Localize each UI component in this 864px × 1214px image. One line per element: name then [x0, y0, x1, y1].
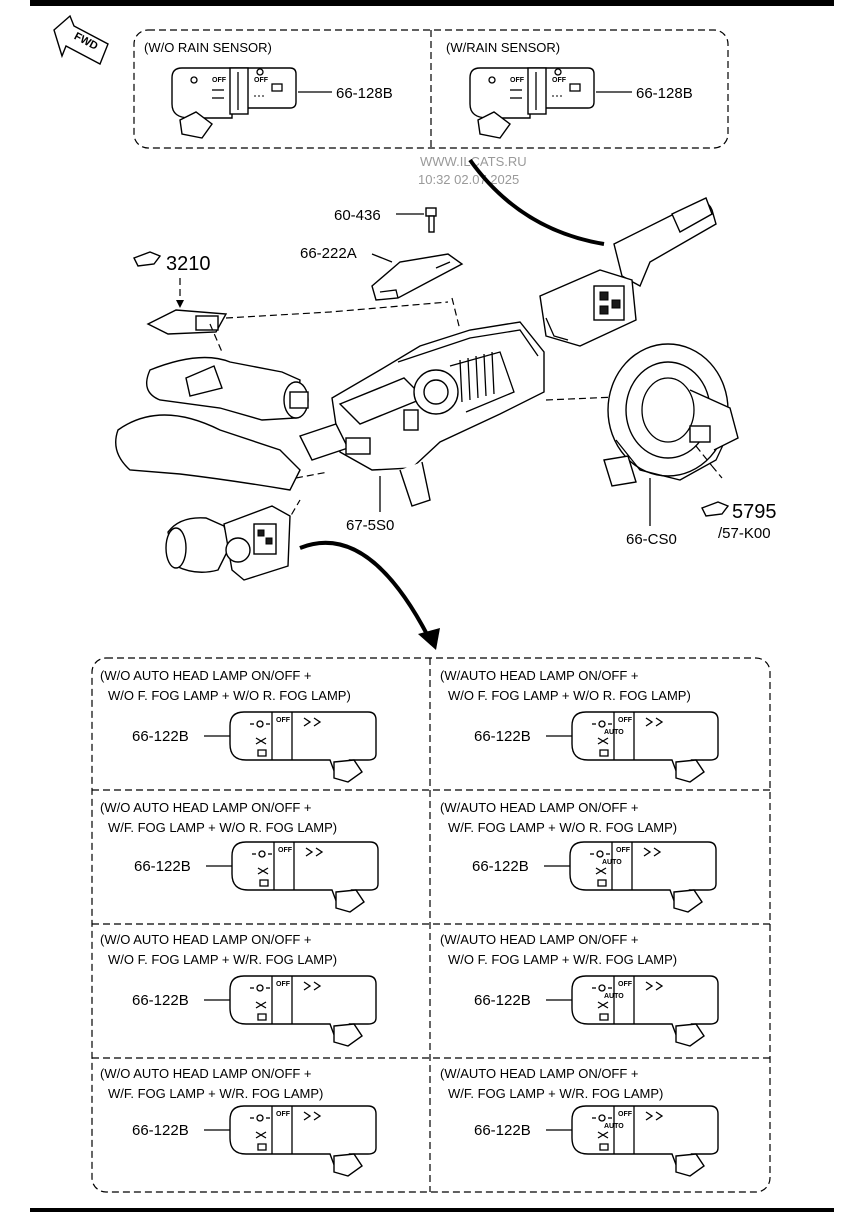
lamp-option-line1: (W/AUTO HEAD LAMP ON/OFF +	[440, 800, 639, 815]
lamp-option-cell: (W/AUTO HEAD LAMP ON/OFF + W/F. FOG LAMP …	[440, 800, 717, 913]
hand-pointer-icon-right	[701, 501, 730, 517]
lamp-option-part: 66-122B	[132, 992, 189, 1009]
wiper-switch-no-rain	[171, 67, 297, 139]
lamp-option-box	[91, 657, 771, 1193]
lamp-option-line2: W/O F. FOG LAMP + W/O R. FOG LAMP)	[108, 688, 351, 703]
lamp-option-part: 66-122B	[474, 1122, 531, 1139]
wiper-left-caption: (W/O RAIN SENSOR)	[144, 40, 272, 55]
ref-right-bottom: /57-K00	[718, 525, 771, 542]
headlamp-switch-drawing	[571, 1105, 719, 1177]
wiper-right-part: 66-128B	[636, 85, 693, 102]
lamp-option-cell: (W/AUTO HEAD LAMP ON/OFF + W/F. FOG LAMP …	[440, 1066, 719, 1177]
wiper-left-part: 66-128B	[336, 85, 393, 102]
combination-switch-body	[299, 321, 545, 507]
ref-right-top: 5795	[732, 501, 777, 523]
top-rule	[30, 0, 834, 6]
auto-mark: AUTO	[602, 859, 622, 866]
lamp-option-line2: W/F. FOG LAMP + W/O R. FOG LAMP)	[448, 820, 677, 835]
lamp-option-line2: W/F. FOG LAMP + W/R. FOG LAMP)	[448, 1086, 663, 1101]
wiper-switch-rain	[469, 67, 595, 139]
column-part: 67-5S0	[346, 517, 394, 534]
lamp-option-cell: (W/O AUTO HEAD LAMP ON/OFF + W/O F. FOG L…	[100, 932, 377, 1047]
lamp-option-part: 66-122B	[474, 728, 531, 745]
lamp-option-part: 66-122B	[472, 858, 529, 875]
wiper-lever-assembled	[539, 197, 717, 347]
cover-shape	[371, 253, 464, 301]
headlamp-switch-drawing	[571, 975, 719, 1047]
headlamp-switch-drawing	[571, 711, 719, 783]
lamp-option-line1: (W/AUTO HEAD LAMP ON/OFF +	[440, 1066, 639, 1081]
column-shaft	[146, 356, 301, 421]
auto-mark: AUTO	[604, 1123, 624, 1130]
lamp-option-cell: (W/O AUTO HEAD LAMP ON/OFF + W/F. FOG LAM…	[100, 800, 379, 913]
lamp-option-line1: (W/AUTO HEAD LAMP ON/OFF +	[440, 932, 639, 947]
cover-part: 66-222A	[300, 245, 357, 262]
ref-left: 3210	[166, 253, 211, 275]
headlamp-switch-drawing	[229, 711, 377, 783]
lamp-option-cell: (W/O AUTO HEAD LAMP ON/OFF + W/F. FOG LAM…	[100, 1066, 377, 1177]
wiper-right-caption: (W/RAIN SENSOR)	[446, 40, 560, 55]
watermark-datetime: 10:32 02.07.2025	[418, 172, 519, 187]
lamp-option-cell: (W/AUTO HEAD LAMP ON/OFF + W/O F. FOG LAM…	[440, 932, 719, 1047]
lamp-option-cell: (W/O AUTO HEAD LAMP ON/OFF + W/O F. FOG L…	[100, 668, 377, 783]
lamp-option-part: 66-122B	[134, 858, 191, 875]
lamp-option-part: 66-122B	[132, 1122, 189, 1139]
auto-mark: AUTO	[604, 729, 624, 736]
lamp-option-line1: (W/AUTO HEAD LAMP ON/OFF +	[440, 668, 639, 683]
headlamp-switch-drawing	[229, 1105, 377, 1177]
headlamp-switch-drawing	[569, 841, 717, 913]
lamp-option-line1: (W/O AUTO HEAD LAMP ON/OFF +	[100, 1066, 312, 1081]
lamp-option-line2: W/O F. FOG LAMP + W/O R. FOG LAMP)	[448, 688, 691, 703]
clock-spring	[603, 343, 739, 487]
lamp-option-cell: (W/AUTO HEAD LAMP ON/OFF + W/O F. FOG LAM…	[440, 668, 719, 783]
bolt-part: 60-436	[334, 207, 381, 224]
lamp-option-line2: W/O F. FOG LAMP + W/R. FOG LAMP)	[108, 952, 337, 967]
lamp-option-line1: (W/O AUTO HEAD LAMP ON/OFF +	[100, 668, 312, 683]
lamp-option-part: 66-122B	[474, 992, 531, 1009]
lamp-option-line1: (W/O AUTO HEAD LAMP ON/OFF +	[100, 800, 312, 815]
wiper-option-box	[133, 29, 729, 149]
headlamp-switch-drawing	[231, 841, 379, 913]
fwd-arrow-icon: FWD	[53, 14, 109, 65]
column-cover	[115, 414, 301, 491]
bottom-rule	[30, 1208, 834, 1212]
headlamp-switch-drawing	[229, 975, 377, 1047]
lamp-option-line1: (W/O AUTO HEAD LAMP ON/OFF +	[100, 932, 312, 947]
lamp-option-part: 66-122B	[132, 728, 189, 745]
lamp-option-line2: W/O F. FOG LAMP + W/R. FOG LAMP)	[448, 952, 677, 967]
headlamp-lever-assembled	[165, 505, 291, 581]
clock-spring-part: 66-CS0	[626, 531, 677, 548]
hand-pointer-icon	[133, 251, 162, 267]
lamp-option-line2: W/F. FOG LAMP + W/O R. FOG LAMP)	[108, 820, 337, 835]
lamp-option-line2: W/F. FOG LAMP + W/R. FOG LAMP)	[108, 1086, 323, 1101]
auto-mark: AUTO	[604, 993, 624, 1000]
